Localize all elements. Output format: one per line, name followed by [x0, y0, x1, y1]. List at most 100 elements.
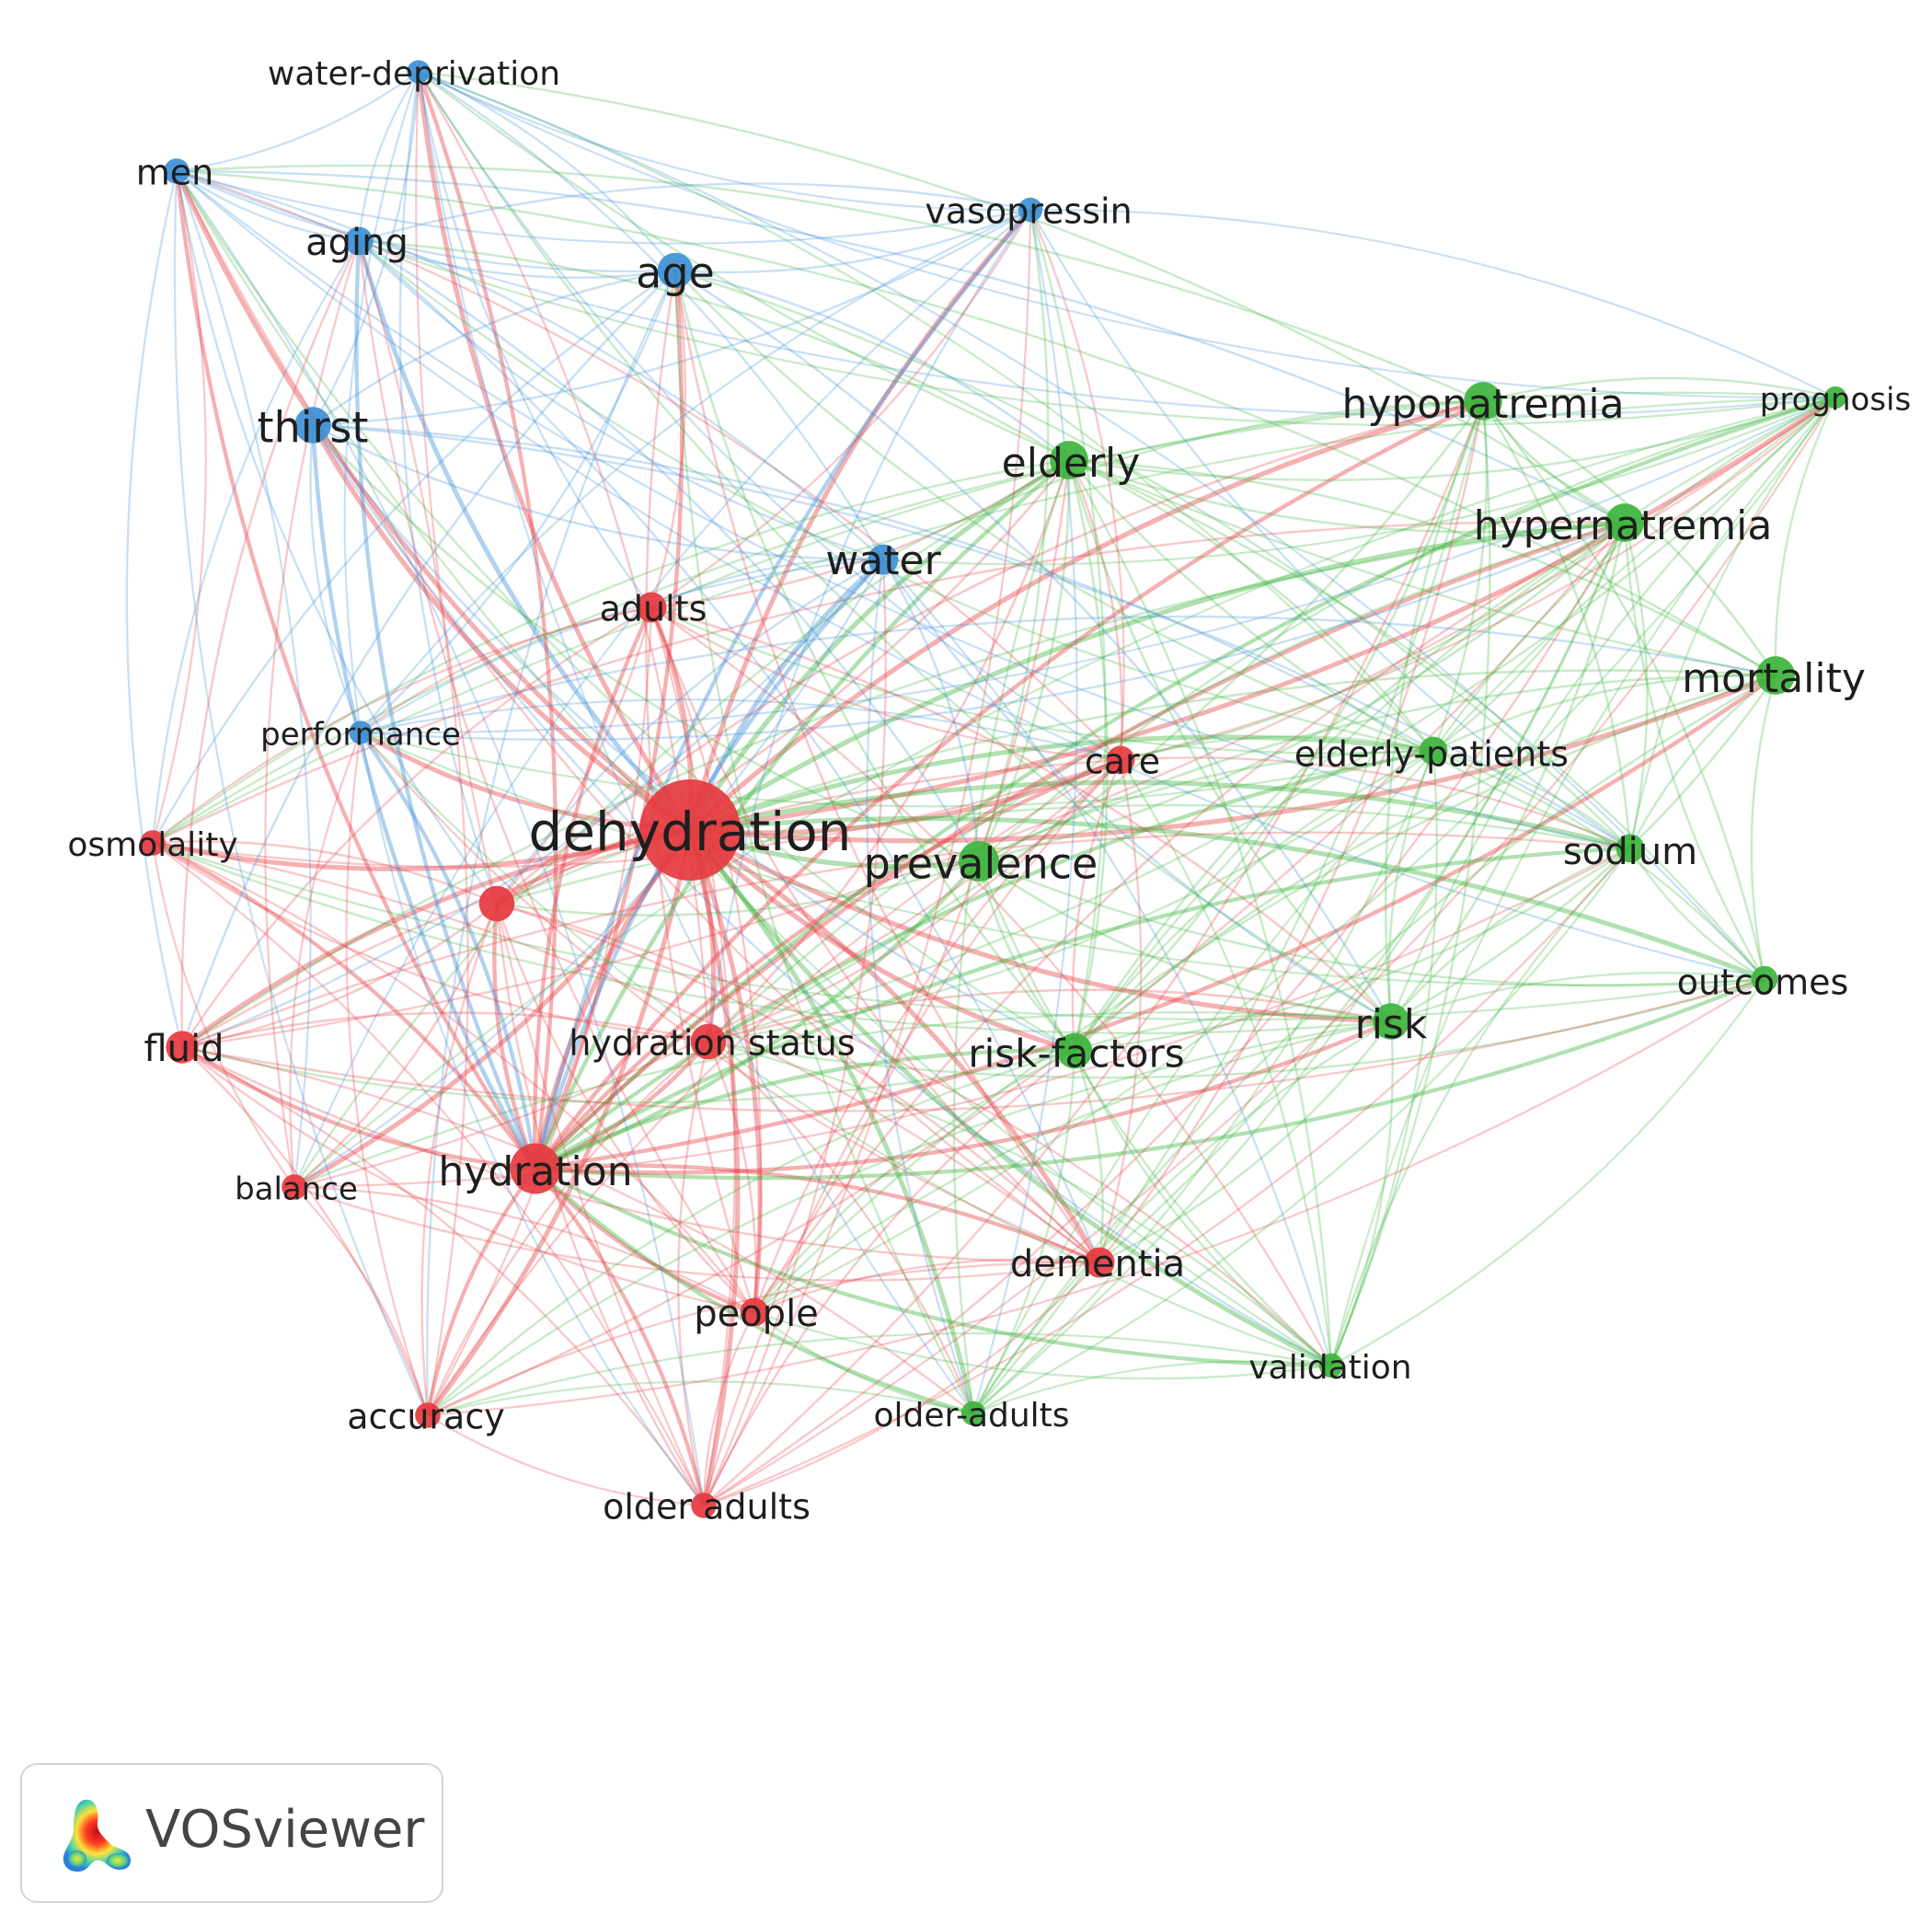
node-dementia[interactable]	[1084, 1247, 1115, 1278]
link-dehydration-balance	[293, 828, 693, 1190]
link-vasopressin-older-adults-green	[972, 209, 1078, 1414]
node-water-deprivation[interactable]	[407, 60, 431, 84]
node-risk-factors[interactable]	[1056, 1032, 1093, 1069]
link-unlabeled-red-hyponatremia	[496, 399, 1484, 905]
label-performance: performance	[260, 717, 461, 754]
link-care-prognosis	[1120, 397, 1836, 762]
link-prognosis-elderly-patients	[1432, 397, 1836, 752]
link-dehydration-outcomes	[689, 815, 1765, 982]
link-balance-prognosis	[293, 396, 1836, 1188]
node-fluid[interactable]	[166, 1031, 199, 1064]
node-older-adults-green[interactable]	[960, 1401, 986, 1426]
node-hydration[interactable]	[510, 1143, 561, 1194]
link-osmolality-elderly	[152, 458, 1070, 844]
link-hydration-fluid	[180, 1045, 536, 1171]
link-dehydration-validation	[687, 828, 1333, 1368]
link-thirst-vasopressin	[312, 208, 1031, 427]
link-care-elderly-patients	[1120, 735, 1434, 762]
node-water[interactable]	[868, 544, 899, 575]
node-aging[interactable]	[344, 226, 374, 256]
label-dehydration: dehydration	[529, 801, 852, 863]
link-hypernatremia-elderly-patients	[1432, 522, 1627, 753]
link-adults-dementia	[650, 606, 1100, 1263]
node-sodium[interactable]	[1616, 834, 1645, 863]
node-thirst[interactable]	[294, 407, 331, 444]
link-osmolality-outcomes	[152, 841, 1765, 1021]
link-men-prognosis	[176, 169, 1836, 418]
link-dehydration-older-adults-green	[688, 828, 976, 1414]
node-validation[interactable]	[1318, 1353, 1344, 1378]
link-adults-unlabeled-red	[496, 606, 653, 905]
node-balance[interactable]	[282, 1174, 307, 1200]
link-care-men	[176, 169, 1121, 761]
label-risk-factors: risk-factors	[968, 1032, 1184, 1077]
node-age[interactable]	[657, 252, 694, 289]
link-balance-accuracy	[293, 1186, 430, 1416]
link-osmolality-risk	[152, 841, 1392, 1035]
link-older-adults-red-water	[702, 559, 887, 1506]
link-thirst-validation	[312, 424, 1332, 1367]
node-osmolality[interactable]	[140, 830, 166, 856]
node-mortality[interactable]	[1756, 656, 1795, 695]
link-water-deprivation-men	[176, 71, 420, 173]
link-elderly-patients-validation	[1329, 750, 1438, 1366]
link-risk-validation	[1329, 1020, 1394, 1366]
link-balance-dementia	[293, 1185, 1100, 1282]
link-water-deprivation-elderly-patients	[418, 70, 1434, 752]
link-hydration-aging	[354, 240, 537, 1170]
node-unlabeled-red[interactable]	[478, 885, 515, 922]
link-unlabeled-red-elderly	[496, 459, 1071, 905]
link-risk-factors-older-adults-green	[972, 1050, 1076, 1414]
link-unlabeled-red-osmolality	[152, 840, 498, 905]
node-older-adults-red[interactable]	[691, 1493, 717, 1518]
node-performance[interactable]	[349, 720, 373, 744]
label-fluid: fluid	[144, 1028, 224, 1070]
link-water-deprivation-outcomes	[418, 70, 1765, 980]
link-unlabeled-red-people	[495, 903, 755, 1313]
link-accuracy-older-adults-green	[427, 1380, 974, 1417]
link-osmolality-prognosis	[152, 396, 1836, 844]
link-accuracy-risk	[427, 1020, 1392, 1416]
node-hydration-status[interactable]	[690, 1023, 727, 1060]
node-prevalence[interactable]	[959, 841, 999, 882]
link-hyponatremia-risk	[1384, 400, 1485, 1022]
link-performance-hypernatremia	[360, 521, 1626, 742]
link-mortality-risk-factors	[1074, 674, 1777, 1052]
node-elderly[interactable]	[1050, 441, 1088, 479]
node-hypernatremia[interactable]	[1605, 503, 1644, 542]
node-care[interactable]	[1106, 745, 1135, 775]
link-people-care	[753, 759, 1121, 1313]
node-vasopressin[interactable]	[1018, 197, 1043, 223]
link-people-older-adults-green	[753, 1311, 974, 1415]
link-age-vasopressin	[674, 208, 1031, 274]
node-people[interactable]	[740, 1297, 769, 1327]
node-risk[interactable]	[1373, 1003, 1409, 1040]
node-hyponatremia[interactable]	[1464, 382, 1502, 421]
link-aging-prognosis	[358, 239, 1836, 427]
link-hypernatremia-prevalence	[978, 521, 1626, 863]
label-hyponatremia: hyponatremia	[1341, 381, 1624, 428]
node-dehydration[interactable]	[639, 779, 741, 881]
label-risk: risk	[1355, 1001, 1428, 1048]
label-care: care	[1085, 742, 1160, 782]
link-elderly-sodium	[1068, 459, 1631, 850]
link-sodium-validation	[1329, 847, 1631, 1366]
link-dehydration-thirst	[310, 423, 692, 833]
node-men[interactable]	[164, 158, 190, 184]
link-water-deprivation-hypernatremia	[418, 70, 1626, 524]
link-hyponatremia-prognosis	[1482, 376, 1836, 403]
link-older-adults-red-sodium	[703, 847, 1631, 1507]
link-sodium-risk-factors	[1074, 847, 1631, 1053]
node-elderly-patients[interactable]	[1419, 736, 1448, 766]
node-accuracy[interactable]	[415, 1402, 441, 1428]
link-men-mortality	[176, 169, 1777, 677]
node-outcomes[interactable]	[1751, 965, 1778, 993]
link-hydration-status-outcomes	[707, 977, 1765, 1079]
link-water-prognosis	[882, 396, 1836, 566]
link-elderly-mortality	[1068, 458, 1777, 677]
link-men-age	[176, 169, 676, 273]
node-prognosis[interactable]	[1823, 386, 1847, 409]
node-adults[interactable]	[636, 592, 667, 623]
link-hydration-sodium	[534, 846, 1631, 1170]
